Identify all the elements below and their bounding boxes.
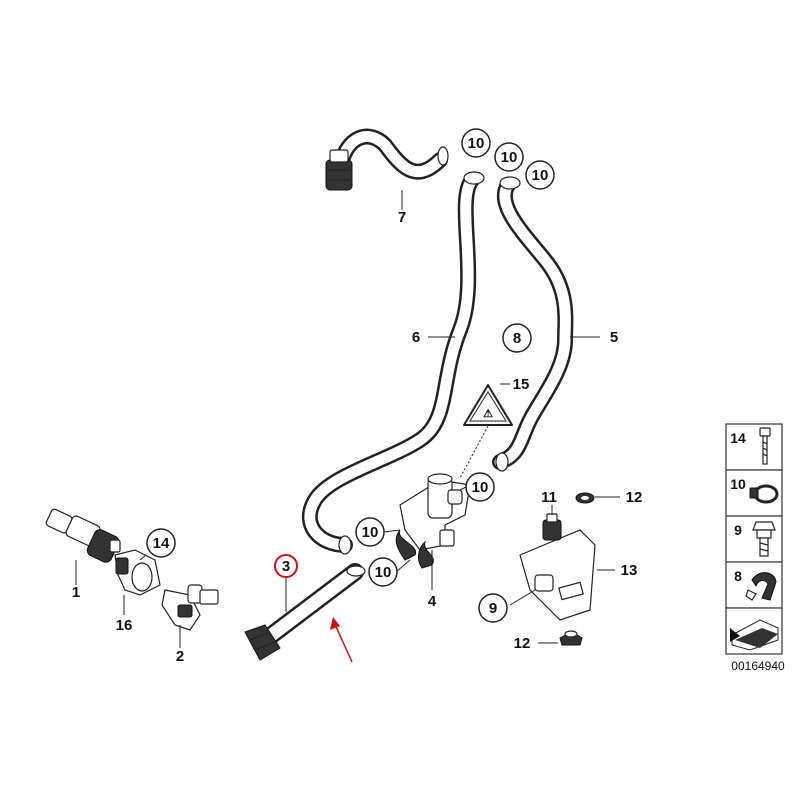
- grommet-12-bottom[interactable]: [559, 630, 583, 646]
- valve-4[interactable]: [395, 473, 471, 590]
- callout-13[interactable]: 13: [621, 562, 638, 579]
- hose-5[interactable]: [492, 176, 574, 472]
- leader-10e: [395, 559, 411, 573]
- callout-14[interactable]: 14: [146, 528, 176, 558]
- hose-7-connector: [325, 159, 353, 191]
- callout-2[interactable]: 2: [176, 648, 184, 665]
- highlight-arrow-head: [330, 617, 340, 630]
- svg-text:9: 9: [489, 600, 497, 617]
- svg-text:14: 14: [730, 430, 746, 446]
- callout-15[interactable]: 15: [513, 376, 530, 393]
- callout-10d[interactable]: 10: [355, 517, 385, 547]
- callout-10c[interactable]: 10: [525, 160, 555, 190]
- svg-text:10: 10: [532, 167, 549, 184]
- svg-text:14: 14: [153, 535, 170, 552]
- callout-10e[interactable]: 10: [368, 557, 398, 587]
- svg-text:8: 8: [513, 330, 521, 347]
- callout-16[interactable]: 16: [116, 617, 133, 634]
- svg-text:10: 10: [375, 564, 392, 581]
- callout-5[interactable]: 5: [610, 329, 618, 346]
- page-arrow-icon: [730, 619, 779, 651]
- warning-symbol-icon: ⚠: [483, 408, 493, 420]
- callout-9[interactable]: 9: [478, 593, 508, 623]
- svg-text:10: 10: [472, 479, 489, 496]
- hose-3[interactable]: [244, 563, 366, 663]
- leader-10f: [459, 486, 467, 491]
- svg-text:10: 10: [501, 149, 518, 166]
- callout-6[interactable]: 6: [412, 329, 420, 346]
- callout-10b[interactable]: 10: [494, 142, 524, 172]
- part-2[interactable]: [161, 584, 219, 648]
- legend-panel: 14 10 9 8: [725, 423, 783, 655]
- callout-10f[interactable]: 10: [465, 472, 495, 502]
- clip-icon: [745, 572, 777, 601]
- screw-icon: [752, 521, 776, 557]
- svg-text:10: 10: [468, 135, 485, 152]
- svg-text:10: 10: [362, 524, 379, 541]
- warning-label-15[interactable]: ⚠: [459, 384, 513, 479]
- clip-11[interactable]: [542, 513, 562, 541]
- callout-12-bottom[interactable]: 12: [514, 635, 531, 652]
- callout-8[interactable]: 8: [502, 323, 532, 353]
- bolt-icon: [759, 427, 771, 465]
- svg-text:8: 8: [734, 568, 742, 584]
- callout-4[interactable]: 4: [428, 593, 437, 610]
- leader-10d: [383, 529, 401, 533]
- leader-14: [139, 554, 147, 561]
- callout-10a[interactable]: 10: [461, 128, 491, 158]
- hose-7[interactable]: [325, 128, 449, 191]
- part-16[interactable]: [114, 549, 161, 615]
- leader-9: [509, 589, 536, 606]
- callout-7[interactable]: 7: [398, 209, 406, 226]
- part-1[interactable]: [45, 508, 121, 585]
- svg-text:10: 10: [730, 476, 746, 492]
- svg-text:3: 3: [282, 558, 290, 575]
- bracket-13[interactable]: [519, 529, 615, 621]
- svg-text:9: 9: [734, 522, 742, 538]
- hose-clamp-icon: [749, 484, 779, 504]
- callout-11[interactable]: 11: [541, 489, 557, 506]
- hose-6[interactable]: [301, 171, 485, 555]
- callout-3[interactable]: 3: [274, 554, 298, 578]
- grommet-12-top[interactable]: [575, 492, 595, 504]
- callout-12-top[interactable]: 12: [626, 489, 643, 506]
- callout-1[interactable]: 1: [72, 584, 80, 601]
- document-number: 00164940: [731, 659, 785, 673]
